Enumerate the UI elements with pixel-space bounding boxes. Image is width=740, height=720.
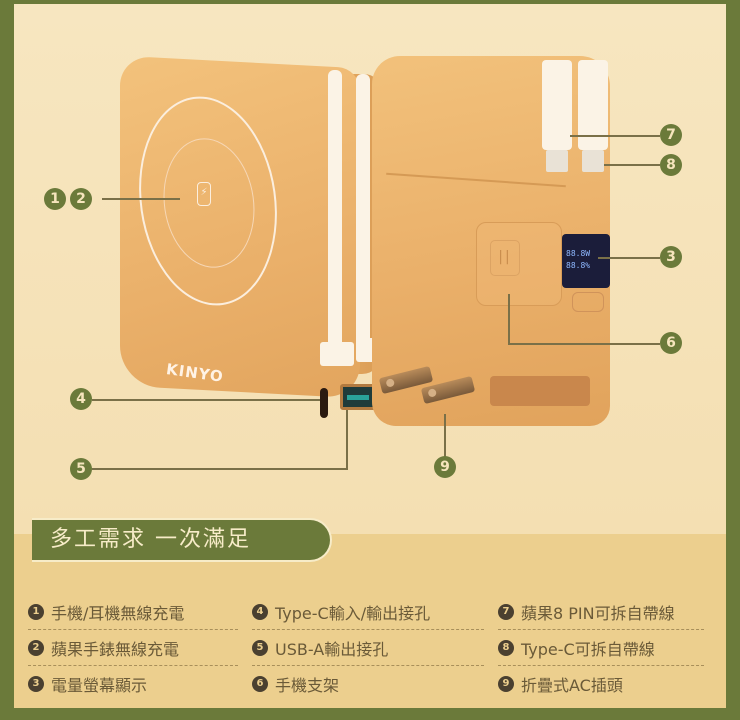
feature-item-2: 2 蘋果手錶無線充電 xyxy=(28,630,238,666)
feature-label: 折疊式AC插頭 xyxy=(521,676,623,695)
feature-label: 蘋果手錶無線充電 xyxy=(51,639,180,659)
lightning-cable-head xyxy=(542,60,572,150)
feature-panel-background xyxy=(14,534,726,708)
callout-line-1-2 xyxy=(102,198,180,200)
feature-item-1: 1 手機/耳機無線充電 xyxy=(28,594,238,630)
callout-line-3 xyxy=(598,257,660,259)
type-c-port xyxy=(320,388,328,418)
callout-line-4 xyxy=(92,399,320,401)
feature-number-badge: 6 xyxy=(252,676,268,692)
feature-item-5: 5 USB-A輸出接孔 xyxy=(252,630,484,666)
callout-badge-7: 7 xyxy=(660,124,682,146)
feature-label: 電量螢幕顯示 xyxy=(51,676,148,695)
built-in-cable-1 xyxy=(328,70,342,350)
screen-line-2: 88.8% xyxy=(566,261,591,270)
feature-item-3: 3 電量螢幕顯示 xyxy=(28,666,238,702)
screen-line-1: 88.8W xyxy=(566,249,591,258)
section-title: 多工需求 一次滿足 xyxy=(32,518,332,562)
feature-label: Type-C輸入/輸出接孔 xyxy=(275,603,431,623)
type-c-connector xyxy=(582,150,604,172)
infographic-frame: ⚡ KINYO || 88.8W 88.8% 1 2 3 4 5 6 7 8 9… xyxy=(14,4,726,708)
feature-number-badge: 8 xyxy=(498,639,514,656)
feature-number-badge: 4 xyxy=(252,603,268,620)
power-button xyxy=(572,292,604,312)
feature-label: Type-C可拆自帶線 xyxy=(521,639,655,659)
callout-badge-8: 8 xyxy=(660,154,682,176)
feature-item-6: 6 手機支架 xyxy=(252,666,484,702)
callout-line-8 xyxy=(604,164,660,166)
lightning-connector xyxy=(546,150,568,172)
feature-label: 蘋果8 PIN可拆自帶線 xyxy=(521,603,675,623)
callout-badge-5: 5 xyxy=(70,458,92,480)
callout-line-5-vertical xyxy=(346,410,348,470)
callout-badge-6: 6 xyxy=(660,332,682,354)
feature-label: USB-A輸出接孔 xyxy=(275,639,389,659)
watch-charging-icon: ⚡ xyxy=(197,182,211,206)
callout-line-6-vertical xyxy=(508,294,510,344)
feature-number-badge: 7 xyxy=(498,603,514,620)
feature-item-4: 4 Type-C輸入/輸出接孔 xyxy=(252,594,484,630)
callout-badge-4: 4 xyxy=(70,388,92,410)
feature-label: 手機支架 xyxy=(275,676,340,695)
callout-line-9 xyxy=(444,414,446,458)
callout-badge-1: 1 xyxy=(44,188,66,210)
callout-badge-9: 9 xyxy=(434,456,456,478)
usb-a-port xyxy=(340,384,376,410)
feature-item-7: 7 蘋果8 PIN可拆自帶線 xyxy=(498,594,704,630)
feature-number-badge: 5 xyxy=(252,639,268,656)
stand-grip-icon: || xyxy=(490,240,520,276)
feature-item-9: 9 折疊式AC插頭 xyxy=(498,666,704,702)
callout-badge-2: 2 xyxy=(70,188,92,210)
built-in-cable-2 xyxy=(356,74,370,350)
feature-number-badge: 1 xyxy=(28,603,44,620)
feature-number-badge: 2 xyxy=(28,639,44,656)
callout-line-5 xyxy=(92,468,348,470)
ac-plug-slot xyxy=(490,376,590,406)
feature-list: 1 手機/耳機無線充電 4 Type-C輸入/輸出接孔 7 蘋果8 PIN可拆自… xyxy=(28,594,718,702)
callout-line-7 xyxy=(570,135,660,137)
feature-number-badge: 3 xyxy=(28,676,44,692)
feature-label: 手機/耳機無線充電 xyxy=(51,603,185,623)
feature-number-badge: 9 xyxy=(498,676,514,692)
cable-connector-tip-1 xyxy=(320,342,354,366)
feature-item-8: 8 Type-C可拆自帶線 xyxy=(498,630,704,666)
callout-badge-3: 3 xyxy=(660,246,682,268)
battery-display-screen: 88.8W 88.8% xyxy=(562,234,610,288)
callout-line-6 xyxy=(508,343,660,345)
